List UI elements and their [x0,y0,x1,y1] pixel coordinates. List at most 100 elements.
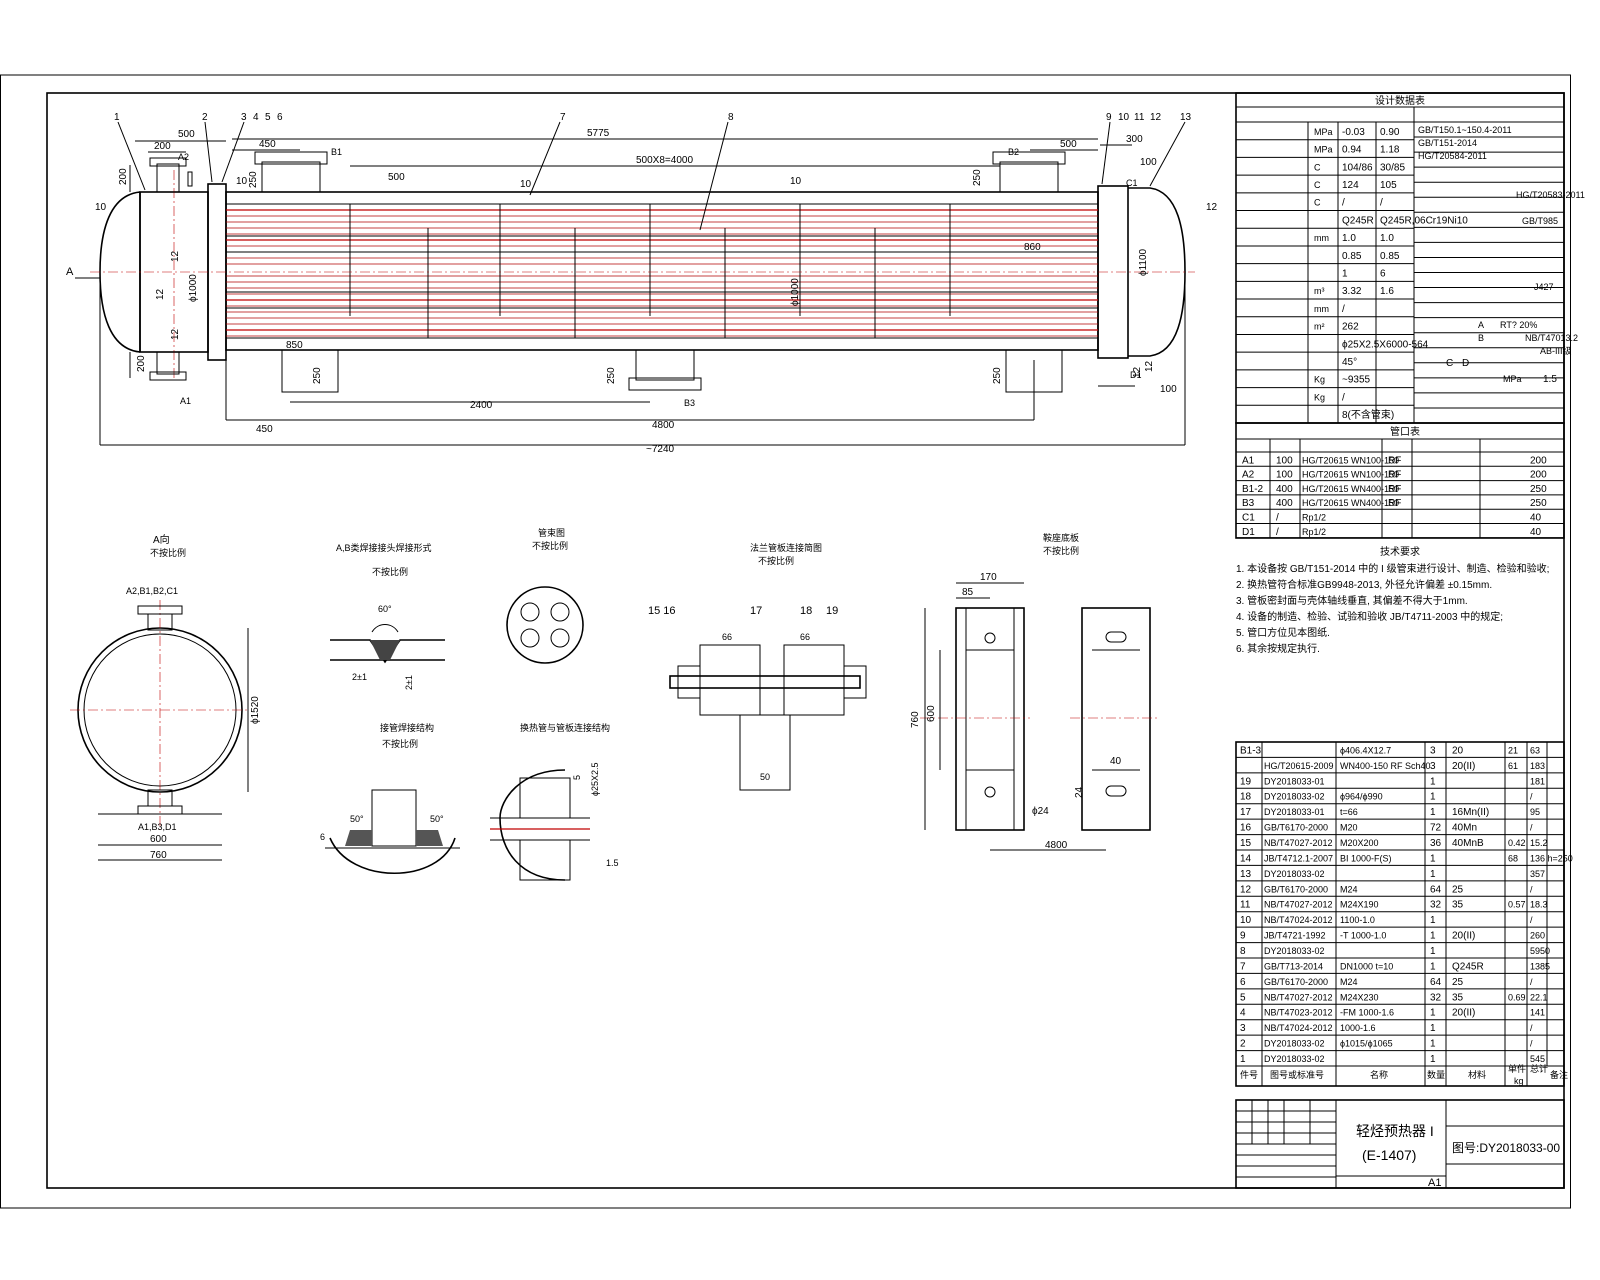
design-unit: Kg [1314,375,1325,385]
bom-item: B1-3 [1240,745,1262,756]
bom-total-weight: / [1530,1023,1533,1033]
dim: ϕ24 [1032,806,1049,817]
bom-header: 总计 [1530,1063,1548,1074]
bom-standard: JB/T4712.1-2007 [1264,853,1333,863]
bom-qty: 1 [1430,792,1436,803]
dim: 66 [800,632,810,642]
dim: 66 [722,632,732,642]
nozzle-label: A2 [178,152,189,162]
diameter-label: ϕ1000 [790,278,801,306]
bom-material: 20(II) [1452,1008,1475,1019]
design-unit: mm [1314,233,1329,243]
view-dim: ϕ1520 [250,696,261,724]
bom-header: 材料 [1468,1069,1486,1080]
view-title: 法兰管板连接简图 [750,542,822,553]
nozzle-face: RF [1388,484,1401,495]
nozzle-length: 200 [1530,455,1547,466]
dim: 850 [286,340,303,351]
part-number: 12 [1150,112,1162,123]
view-scale: 不按比例 [532,540,568,551]
bom-material: 20 [1452,745,1464,756]
bom-total-weight: 545 [1530,1054,1545,1064]
dim: 450 [259,139,276,150]
bom-material: 35 [1452,900,1464,911]
design-value: 1.6 [1380,286,1394,297]
bom-qty: 1 [1430,946,1436,957]
bom-qty: 1 [1430,931,1436,942]
weld-ab-detail: A,B类焊接接头焊接形式 不按比例 60° 2±1 2±1 [330,542,445,690]
title-block: 轻烃预热器 I (E-1407) 图号:DY2018033-00 A1 [1235,1099,1565,1189]
design-value: ~9355 [1342,375,1371,386]
view-title: 换热管与管板连接结构 [520,722,610,733]
design-value: Q245R [1342,215,1374,226]
part-number: 8 [728,112,734,123]
dim: 100 [1140,157,1157,168]
weld-angle: 50° [350,814,364,824]
design-unit: C [1314,198,1321,208]
bom-qty: 72 [1430,823,1442,834]
bom-qty: 1 [1430,1054,1436,1065]
dim: 12 [170,328,181,340]
bom-qty: 1 [1430,915,1436,926]
ref-standard: HG/T20584-2011 [1418,151,1487,161]
bom-name: -T 1000-1.0 [1340,931,1386,941]
inspection-std: NB/T47013.2 [1525,333,1578,343]
bom-header: 件号 [1240,1069,1258,1080]
bom-total-weight: 1385 [1530,961,1550,971]
dim: 12 [1132,366,1143,378]
inspection-ratio: RT? 20% [1500,320,1537,330]
bom-standard: NB/T47024-2012 [1264,915,1333,925]
design-value: 0.94 [1342,145,1362,156]
bom-name: M24 [1340,884,1358,894]
design-value: 104/86 [1342,162,1373,173]
design-unit: MPa [1314,145,1333,155]
bom-standard: JB/T4721-1992 [1264,931,1326,941]
nozzle-standard: HG/T20615 WN400-150 [1302,484,1399,494]
view-title: A向 [153,533,170,546]
tech-note: 4. 设备的制造、检验、试验和验收 JB/T4711-2003 中的规定; [1236,610,1503,623]
part-number: 5 [265,112,271,123]
dim: 250 [606,367,617,384]
design-value: Q245R,06Cr19Ni10 [1380,215,1468,226]
bom-name: M20 [1340,823,1358,833]
design-value: 105 [1380,180,1397,191]
bom-name: 1000-1.6 [1340,1023,1376,1033]
nozzle-b2 [992,151,1066,193]
bom-standard: NB/T47027-2012 [1264,900,1333,910]
bom-total-weight: / [1530,1039,1533,1049]
bom-qty: 1 [1430,961,1436,972]
dim: 500 [178,129,195,140]
inspection-grade: AB-III级 [1540,345,1572,356]
bom-name: t=66 [1340,807,1358,817]
bom-standard: DY2018033-01 [1264,807,1325,817]
callout: 18 [800,605,812,617]
bom-standard: HG/T20615-2009 [1264,761,1334,771]
design-value: 45° [1342,357,1357,368]
design-value: 8(不含管束) [1342,408,1394,421]
bom-qty: 1 [1430,1023,1436,1034]
bom-total-weight: / [1530,915,1533,925]
view-dim: 600 [150,834,167,845]
nozzle-standard: HG/T20615 WN400-150 [1302,498,1399,508]
bom-material: 35 [1452,992,1464,1003]
bom-material: 40MnB [1452,838,1484,849]
part-number: 11 [1134,112,1145,123]
dim: 12 [155,288,166,300]
design-value: 1.0 [1380,233,1394,244]
design-unit: C [1314,162,1321,172]
bom-item: 6 [1240,977,1246,988]
dim: 2400 [470,400,493,411]
bom-total-weight: 5950 [1530,946,1550,956]
bom-material: 16Mn(II) [1452,807,1489,818]
bom-item: 15 [1240,838,1252,849]
bom-total-weight: 357 [1530,869,1545,879]
nozzle-size: 400 [1276,484,1293,495]
bom-standard: NB/T47027-2012 [1264,992,1333,1002]
design-unit: C [1314,180,1321,190]
dim: 250 [312,367,323,384]
view-scale: 不按比例 [150,547,186,558]
bom-qty: 64 [1430,977,1442,988]
bom-qty: 64 [1430,884,1442,895]
